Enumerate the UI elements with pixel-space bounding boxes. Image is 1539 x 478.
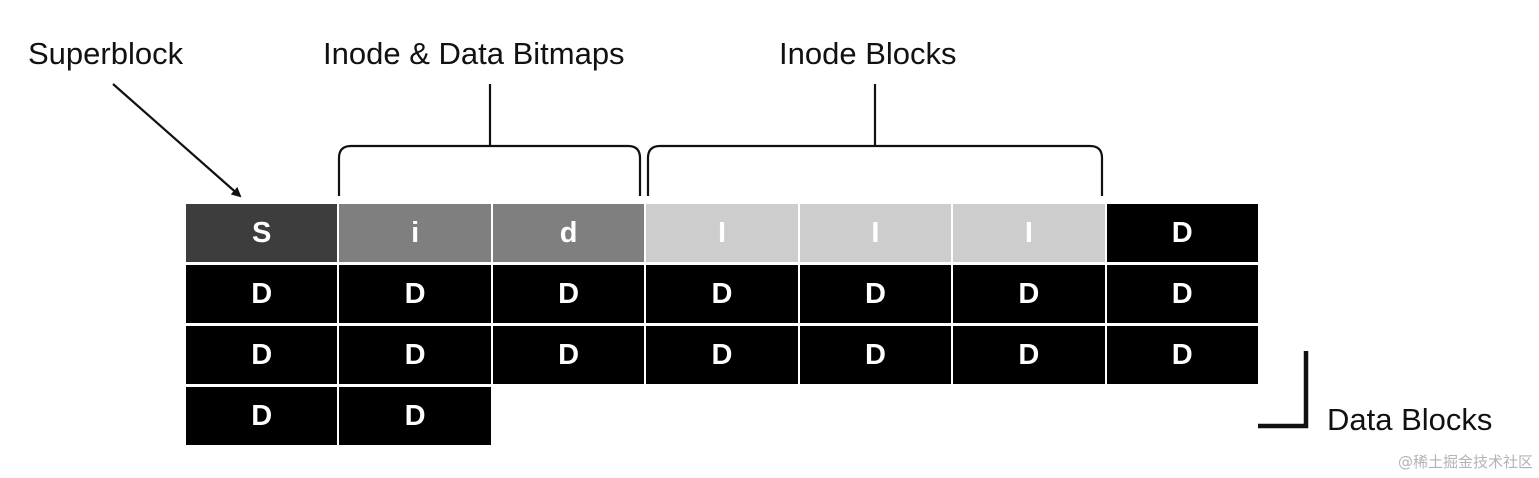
data-block: D: [492, 326, 645, 384]
data-block: D: [339, 326, 491, 384]
data-block: D: [339, 265, 491, 323]
superblock-arrow: [112, 83, 242, 198]
data-block: D: [186, 387, 338, 445]
superblock-label: Superblock: [28, 36, 184, 71]
data-block: D: [1106, 265, 1258, 323]
data-block: D: [799, 265, 952, 323]
watermark: @稀土掘金技术社区: [1397, 453, 1533, 471]
data-block: D: [339, 387, 491, 445]
data-block: D: [492, 265, 645, 323]
bitmap-block: d: [492, 204, 645, 262]
inode-block: I: [646, 204, 798, 262]
data-block: D: [953, 265, 1105, 323]
bitmaps-bracket: [337, 84, 642, 196]
data-block: D: [799, 326, 952, 384]
data-block: D: [186, 265, 338, 323]
inode-block: I: [799, 204, 952, 262]
data-block: D: [1106, 204, 1258, 262]
inode-blocks-bracket: [646, 84, 1104, 196]
data-blocks-label: Data Blocks: [1327, 402, 1493, 437]
data-block: D: [646, 265, 798, 323]
bitmap-block: i: [339, 204, 491, 262]
data-block: D: [646, 326, 798, 384]
data-block: D: [1106, 326, 1258, 384]
inode-blocks-label: Inode Blocks: [779, 36, 957, 71]
data-block: D: [953, 326, 1105, 384]
inode-block: I: [953, 204, 1105, 262]
superblock-block: S: [186, 204, 338, 262]
data-block: D: [186, 326, 338, 384]
bitmaps-label: Inode & Data Bitmaps: [323, 36, 625, 71]
